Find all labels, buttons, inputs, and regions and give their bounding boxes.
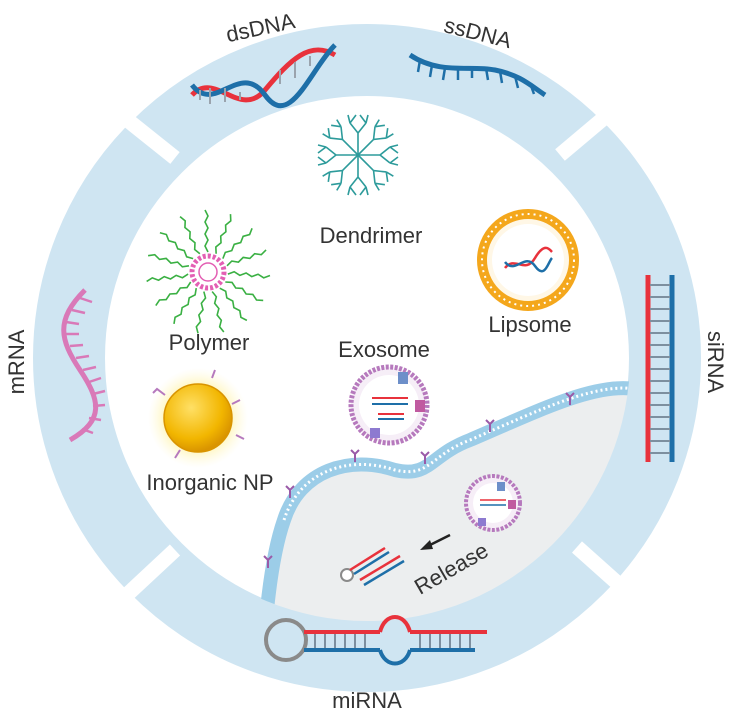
dendrimer-icon (317, 114, 399, 196)
mirna-hairpin-icon (264, 615, 487, 666)
label-dendrimer: Dendrimer (320, 223, 423, 248)
release-arrow-icon (420, 533, 451, 550)
label-lipsome: Lipsome (488, 312, 571, 337)
dsdna-helix-icon (190, 43, 337, 108)
membrane-receptors (263, 392, 575, 568)
polymer-micelle-icon (146, 209, 271, 334)
label-polymer: Polymer (169, 330, 250, 355)
label-sirna: siRNA (703, 331, 728, 394)
label-mirna: miRNA (332, 688, 402, 713)
ring-gaps (109, 101, 638, 612)
mrna-strand-icon (61, 288, 106, 443)
sirna-duplex-icon (645, 275, 675, 462)
liposome-icon (477, 209, 579, 311)
ssdna-strand-icon (408, 52, 547, 98)
inorganic-np-icon (148, 368, 248, 468)
internalized-exosome-icon (464, 474, 522, 532)
released-cargo-icon (340, 546, 405, 587)
label-mrna: mRNA (4, 329, 29, 394)
label-exosome: Exosome (338, 337, 430, 362)
label-inorganic-np: Inorganic NP (146, 470, 273, 495)
exosome-icon (348, 364, 430, 446)
target-cell (252, 381, 630, 621)
